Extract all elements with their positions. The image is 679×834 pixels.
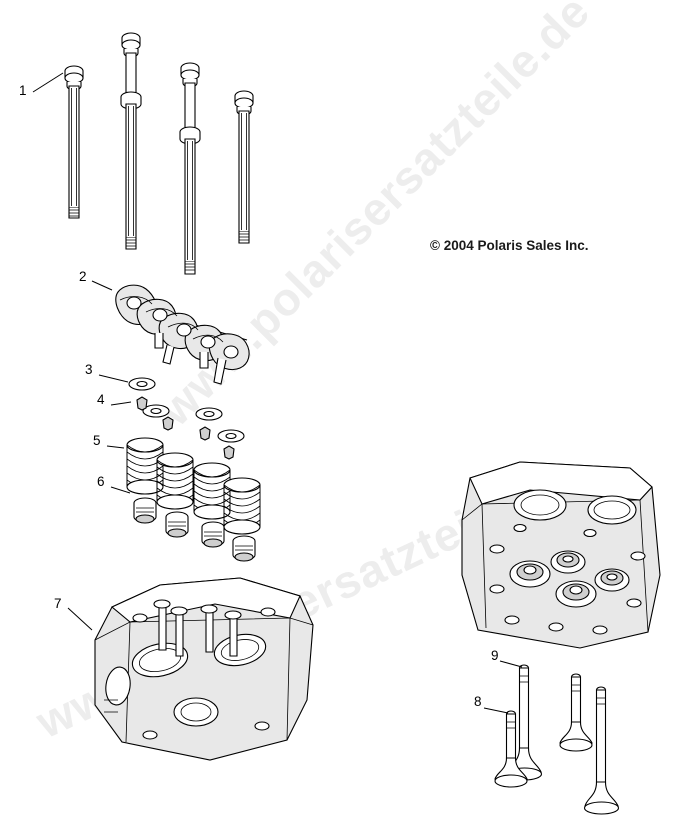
rocker-arm-assembly-group — [91, 280, 250, 385]
valve-stem-seals-group — [110, 486, 256, 562]
callout-5: 5 — [93, 433, 101, 448]
callout-6: 6 — [97, 474, 105, 489]
cylinder-head-bolts-group — [32, 32, 254, 275]
cylinder-head-left-group — [67, 577, 314, 761]
valve-springs-group — [106, 437, 261, 535]
valves-group — [483, 660, 620, 815]
callout-7: 7 — [54, 596, 62, 611]
cylinder-head-right-group — [461, 461, 661, 649]
callout-4: 4 — [97, 392, 105, 407]
callout-2: 2 — [79, 269, 87, 284]
callout-1: 1 — [19, 83, 27, 98]
copyright-notice: © 2004 Polaris Sales Inc. — [430, 238, 589, 253]
valve-retainers-group — [98, 374, 245, 443]
callout-9: 9 — [491, 648, 499, 663]
callout-3: 3 — [85, 362, 93, 377]
callout-8: 8 — [474, 694, 482, 709]
valve-keepers-group — [110, 396, 235, 460]
